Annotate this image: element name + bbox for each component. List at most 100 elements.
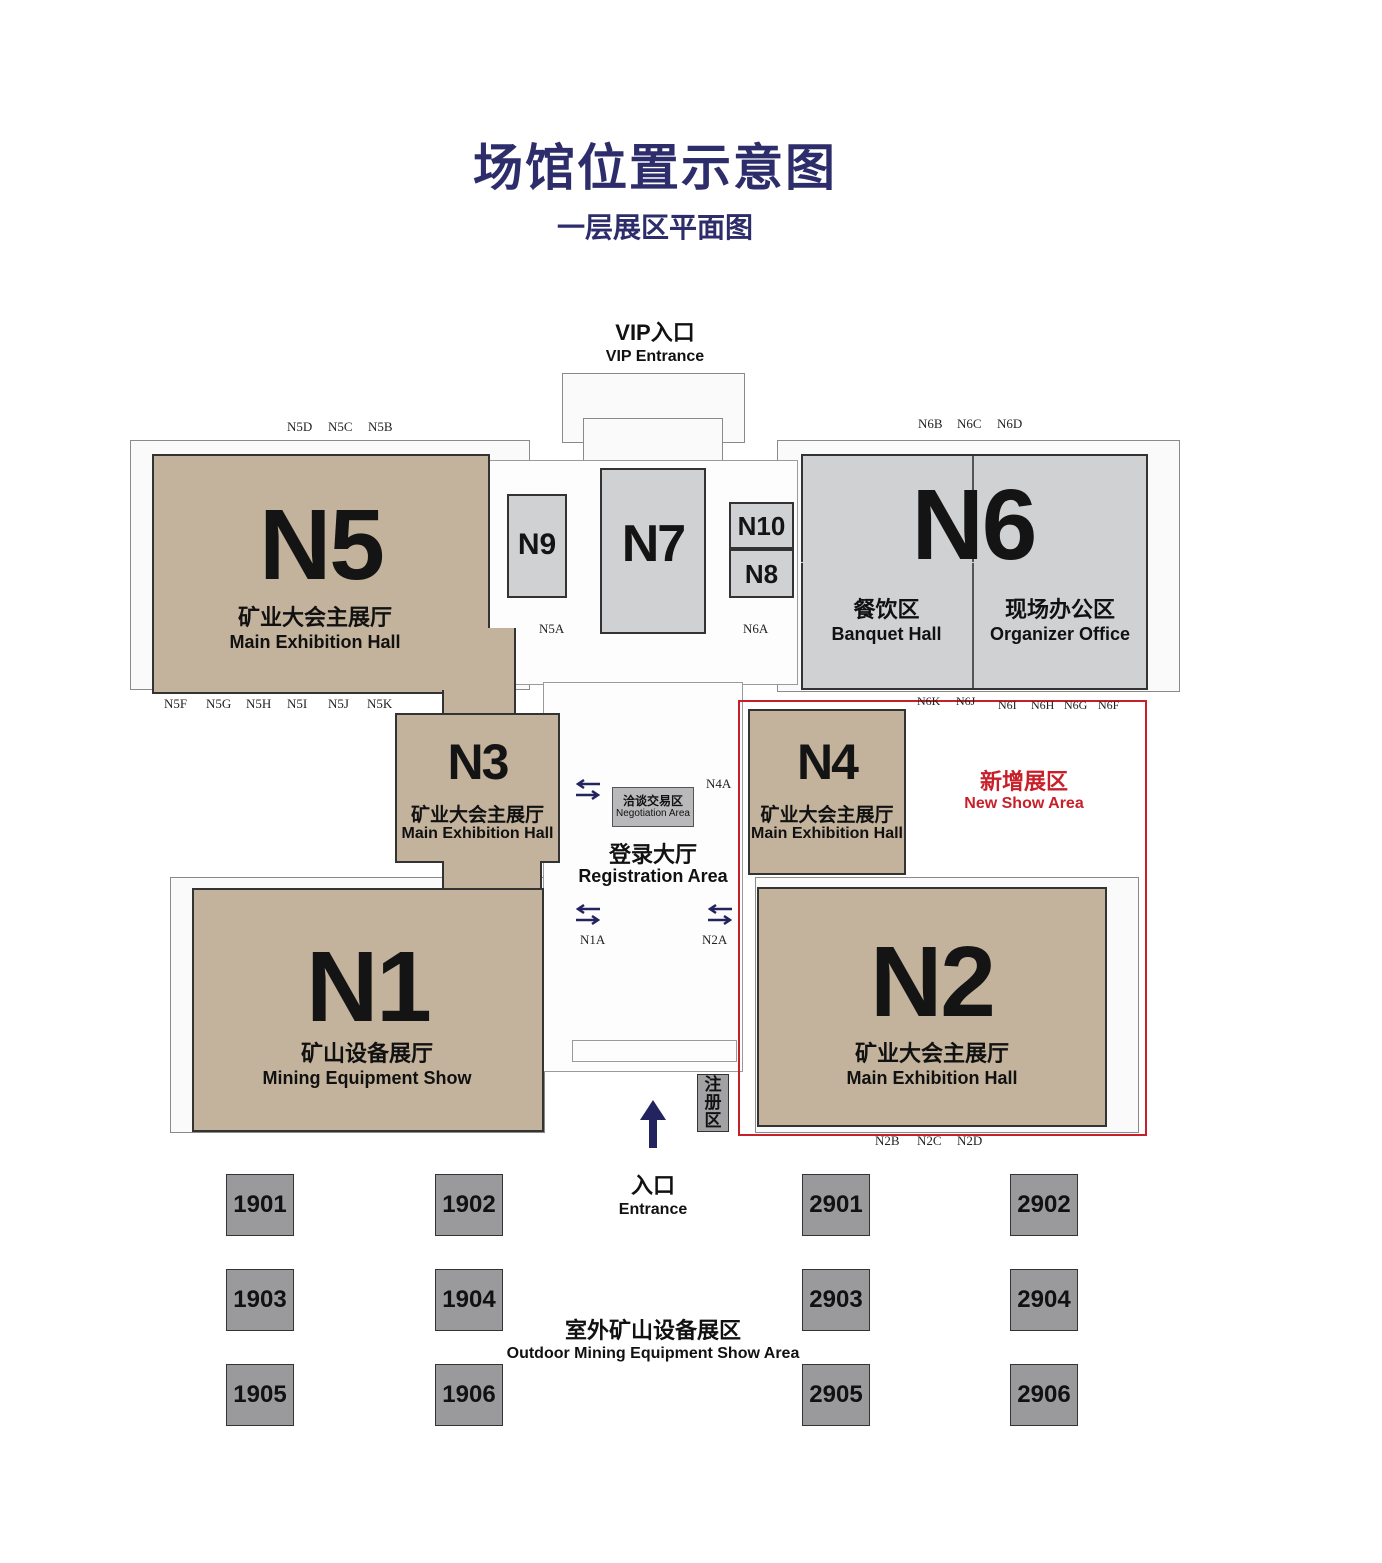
hall-n1-id: N1: [306, 931, 432, 1043]
gate-n5b: N5B: [368, 419, 393, 434]
hall-n10-id: N10: [737, 511, 786, 541]
outdoor-booth-1901[interactable]: 1901: [226, 1174, 294, 1236]
negotiation-area-en: Negotiation Area: [616, 808, 690, 819]
hall-n6-office-zh: 现场办公区: [1004, 598, 1115, 623]
hall-n1[interactable]: [192, 888, 544, 1132]
page-subtitle: 一层展区平面图: [556, 211, 753, 244]
gate-n5k: N5K: [367, 696, 393, 711]
gate-n6j: N6J: [956, 694, 976, 708]
gate-n2d: N2D: [957, 1133, 983, 1148]
gate-n2b: N2B: [875, 1133, 900, 1148]
outdoor-booth-1902[interactable]: 1902: [435, 1174, 503, 1236]
registration-booth-label: 注册区: [704, 1075, 722, 1131]
hall-n2-en: Main Exhibition Hall: [846, 1068, 1018, 1088]
gate-n5g: N5G: [206, 696, 232, 711]
negotiation-area[interactable]: [612, 787, 694, 827]
gate-n5f: N5F: [164, 696, 188, 711]
hall-n4-zh: 矿业大会主展厅: [760, 804, 894, 826]
new-show-area-outline[interactable]: [738, 700, 1147, 1136]
hall-n5-zh: 矿业大会主展厅: [237, 606, 392, 631]
gate-n2a: N2A: [702, 932, 728, 947]
outdoor-area-zh: 室外矿山设备展区: [564, 1319, 741, 1344]
entrance-label: 入口: [630, 1174, 675, 1199]
outdoor-booth-2904[interactable]: 2904: [1010, 1269, 1078, 1331]
entrance-arrow-icon: [640, 1100, 666, 1148]
registration-booth[interactable]: [697, 1074, 729, 1132]
gate-n6k: N6K: [917, 694, 941, 708]
outdoor-booth-2906[interactable]: 2906: [1010, 1364, 1078, 1426]
entrance-label-en: Entrance: [618, 1201, 688, 1218]
n3-n1-connector: [442, 861, 542, 891]
negotiation-area-zh: 洽谈交易区: [622, 794, 683, 808]
hall-n5-extension: [488, 628, 516, 692]
hall-n6-spacer: [801, 562, 1146, 563]
gate-n6f: N6F: [1098, 698, 1120, 712]
outdoor-area-en: Outdoor Mining Equipment Show Area: [506, 1345, 800, 1362]
hall-n1-en: Mining Equipment Show: [262, 1068, 472, 1088]
vip-hall-outline: [583, 418, 723, 463]
outdoor-booth-2905[interactable]: 2905: [802, 1364, 870, 1426]
hall-n6-banquet-zh: 餐饮区: [853, 598, 920, 623]
hall-n3-en: Main Exhibition Hall: [401, 825, 554, 842]
hall-n5[interactable]: [152, 454, 490, 694]
gate-n5j: N5J: [328, 696, 349, 711]
gate-n6b: N6B: [918, 416, 943, 431]
gate-n5c: N5C: [328, 419, 353, 434]
hall-n4-en: Main Exhibition Hall: [750, 825, 903, 842]
hall-n1-zh: 矿山设备展厅: [300, 1042, 433, 1067]
outdoor-booth-2902[interactable]: 2902: [1010, 1174, 1078, 1236]
hall-n2-zh: 矿业大会主展厅: [854, 1042, 1009, 1067]
hall-n10[interactable]: [729, 502, 794, 549]
gate-n6g: N6G: [1064, 698, 1088, 712]
hall-n5-id: N5: [259, 489, 385, 601]
hall-n6-divider: [972, 456, 974, 688]
outdoor-booth-1903[interactable]: 1903: [226, 1269, 294, 1331]
gate-n2c: N2C: [917, 1133, 942, 1148]
hall-n9-id: N9: [517, 528, 557, 561]
hall-n4-id: N4: [797, 734, 859, 790]
hall-n2[interactable]: [757, 887, 1107, 1127]
vip-entrance-label-en: VIP Entrance: [605, 348, 705, 365]
hall-n7[interactable]: [600, 468, 706, 634]
gate-n5i: N5I: [287, 696, 308, 711]
hall-n2-id: N2: [870, 926, 996, 1038]
hall-n3[interactable]: [395, 713, 560, 863]
gate-n5d: N5D: [287, 419, 313, 434]
hall-n6-banquet-en: Banquet Hall: [831, 624, 942, 644]
hall-n4[interactable]: [748, 709, 906, 875]
page-title: 场馆位置示意图: [473, 138, 837, 197]
gate-n4a: N4A: [706, 776, 732, 791]
hall-n3-id: N3: [447, 734, 510, 790]
hall-n6-office-en: Organizer Office: [989, 624, 1131, 644]
vip-entrance-label: VIP入口: [615, 320, 695, 345]
outdoor-booth-2903[interactable]: 2903: [802, 1269, 870, 1331]
registration-area-en: Registration Area: [578, 866, 728, 886]
gate-n6d: N6D: [997, 416, 1023, 431]
outdoor-booth-1906[interactable]: 1906: [435, 1364, 503, 1426]
hall-n3-zh: 矿业大会主展厅: [410, 804, 544, 826]
double-arrow-icon: [707, 903, 733, 926]
gate-n5h: N5H: [246, 696, 272, 711]
gate-n6c: N6C: [957, 416, 982, 431]
new-show-area-zh: 新增展区: [979, 770, 1068, 795]
hall-n9[interactable]: [507, 494, 567, 598]
double-arrow-icon: [575, 778, 601, 801]
outdoor-booth-2901[interactable]: 2901: [802, 1174, 870, 1236]
outdoor-booth-1904[interactable]: 1904: [435, 1269, 503, 1331]
new-show-area-en: New Show Area: [964, 795, 1084, 812]
registration-corridor: [543, 682, 743, 1072]
outdoor-booth-1905[interactable]: 1905: [226, 1364, 294, 1426]
gate-n6h: N6H: [1031, 698, 1055, 712]
hall-n6[interactable]: [801, 454, 1148, 690]
hall-n7-id: N7: [621, 515, 686, 573]
hall-n8[interactable]: [729, 549, 794, 598]
registration-area-zh: 登录大厅: [608, 843, 697, 868]
hall-n8-id: N8: [744, 559, 779, 589]
gate-n5a: N5A: [539, 621, 565, 636]
hall-n5-en: Main Exhibition Hall: [229, 632, 401, 652]
double-arrow-icon: [575, 903, 601, 926]
entrance-vestibule: [572, 1040, 737, 1062]
gate-n6a: N6A: [743, 621, 769, 636]
gate-n6i: N6I: [998, 698, 1017, 712]
gate-n1a: N1A: [580, 932, 606, 947]
